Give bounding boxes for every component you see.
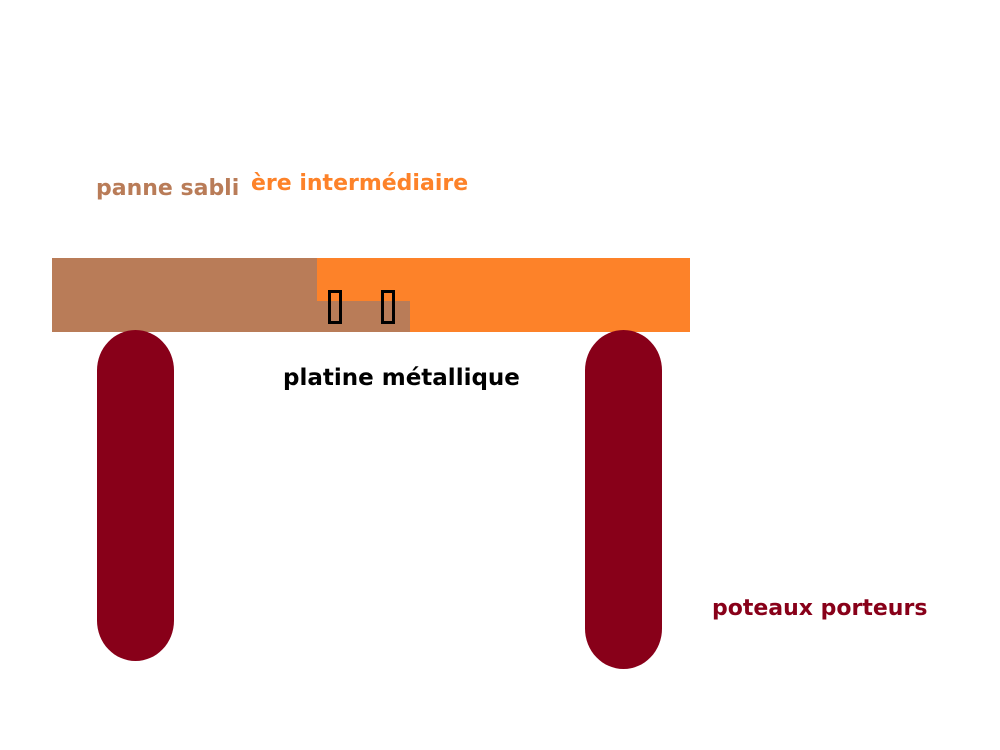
plate-label: platine métallique — [283, 365, 520, 391]
left-beam-label: panne sabli — [96, 176, 240, 201]
posts-label: poteaux porteurs — [712, 596, 928, 621]
right-beam-lower — [410, 300, 690, 332]
right-post — [585, 330, 662, 669]
plate-bolt-icon — [381, 290, 395, 324]
plate-bolt-icon — [328, 290, 342, 324]
left-post — [97, 330, 174, 661]
right-beam — [317, 258, 690, 301]
right-beam-label: ère intermédiaire — [251, 171, 469, 196]
